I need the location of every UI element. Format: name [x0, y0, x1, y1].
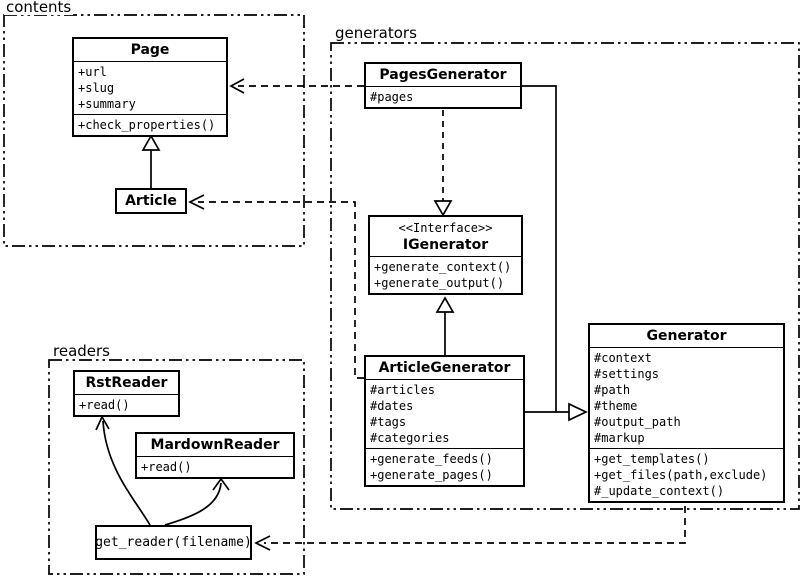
class-markdown-reader-methods: +read() [137, 456, 293, 477]
class-article: Article [115, 188, 187, 214]
package-label-contents: contents [4, 0, 74, 16]
class-page: Page +url +slug +summary +check_properti… [72, 37, 228, 137]
inheritance-arrowhead-page [141, 134, 161, 151]
class-article-title: Article [125, 193, 177, 209]
function-get-reader-label: get_reader(filename) [95, 535, 252, 550]
attribute: #context [594, 351, 652, 365]
package-generators-border [330, 42, 800, 510]
class-article-generator: ArticleGenerator #articles #dates #tags … [364, 355, 525, 487]
method: +get_files(path,exclude) [594, 468, 768, 482]
class-rst-reader-methods: +read() [75, 394, 178, 415]
method: +generate_output() [374, 276, 505, 290]
interface-igenerator: <<Interface>> IGenerator +generate_conte… [368, 215, 523, 295]
attribute: #settings [594, 367, 660, 381]
attribute: +url [78, 65, 107, 79]
class-pages-generator-title: PagesGenerator [379, 67, 507, 83]
attribute: #theme [594, 399, 638, 413]
class-article-generator-attributes: #articles #dates #tags #categories [366, 379, 523, 448]
class-page-methods: +check_properties() [74, 114, 226, 135]
attribute: #pages [370, 90, 414, 104]
dependency-arrowhead-page [229, 78, 245, 94]
edge-get-reader-to-rstreader [102, 420, 151, 526]
method: +read() [141, 460, 192, 474]
class-pages-generator-attributes: #pages [366, 86, 520, 107]
attribute: #tags [370, 415, 407, 429]
interface-igenerator-title: IGenerator [402, 237, 489, 253]
attribute: #markup [594, 431, 645, 445]
interface-igenerator-methods: +generate_context() +generate_output() [370, 256, 521, 293]
class-generator-attributes: #context #settings #path #theme #output_… [590, 347, 783, 448]
arrowhead-markdownreader [212, 477, 230, 491]
attribute: +slug [78, 81, 115, 95]
class-rst-reader-title: RstReader [85, 375, 168, 391]
edge-generators-extend-generator [522, 85, 569, 413]
method: +get_templates() [594, 452, 710, 466]
package-label-readers: readers [51, 342, 112, 360]
edge-get-reader-to-markdownreader [164, 482, 222, 526]
inheritance-arrowhead-igenerator [435, 296, 455, 313]
dependency-arrowhead-article [188, 194, 205, 210]
class-pages-generator: PagesGenerator #pages [364, 62, 522, 109]
class-page-attributes: +url +slug +summary [74, 61, 226, 114]
class-generator-title: Generator [646, 328, 727, 344]
attribute: #path [594, 383, 631, 397]
attribute: #dates [370, 399, 414, 413]
method: +generate_feeds() [370, 452, 493, 466]
class-generator: Generator #context #settings #path #them… [588, 323, 785, 503]
package-contents-border [3, 14, 305, 247]
class-markdown-reader: MardownReader +read() [135, 432, 295, 479]
realization-arrowhead-igenerator [433, 200, 453, 217]
method: +generate_context() [374, 260, 512, 274]
class-page-title: Page [130, 42, 170, 58]
attribute: #categories [370, 431, 450, 445]
class-rst-reader: RstReader +read() [73, 370, 180, 417]
method: +check_properties() [78, 118, 216, 132]
function-get-reader: get_reader(filename) [95, 525, 252, 560]
edge-articlegenerator-uses-article [198, 201, 364, 379]
method: #_update_context() [594, 484, 725, 498]
class-article-generator-methods: +generate_feeds() +generate_pages() [366, 448, 523, 485]
interface-stereotype: <<Interface>> [398, 221, 493, 235]
method: +generate_pages() [370, 468, 493, 482]
dependency-arrowhead-get-reader [254, 535, 271, 551]
edge-generator-uses-get-reader [264, 506, 686, 544]
arrowhead-rstreader [95, 415, 110, 431]
inheritance-arrowhead-generator [568, 402, 588, 422]
class-markdown-reader-title: MardownReader [150, 437, 280, 453]
class-generator-methods: +get_templates() +get_files(path,exclude… [590, 448, 783, 501]
method: +read() [79, 398, 130, 412]
attribute: #output_path [594, 415, 681, 429]
attribute: +summary [78, 97, 136, 111]
package-label-generators: generators [333, 24, 419, 42]
package-readers-border [48, 359, 305, 575]
attribute: #articles [370, 383, 436, 397]
class-article-generator-title: ArticleGenerator [378, 360, 511, 376]
